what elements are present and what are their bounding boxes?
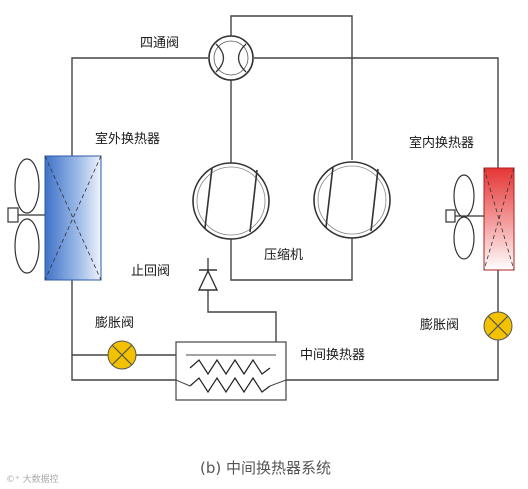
compressor-left bbox=[192, 162, 270, 240]
expansion-valve-right-label: 膨胀阀 bbox=[420, 318, 459, 333]
four-way-valve-label: 四通阀 bbox=[140, 36, 179, 51]
four-way-valve bbox=[208, 35, 254, 81]
compressor-right bbox=[313, 161, 391, 239]
watermark: ©⁺ 大数据控 bbox=[6, 473, 59, 485]
outdoor-hx-label: 室外换热器 bbox=[95, 131, 160, 147]
check-valve bbox=[197, 269, 219, 291]
check-valve-label: 止回阀 bbox=[131, 264, 170, 279]
indoor-hx-label: 室内换热器 bbox=[409, 135, 474, 151]
indoor-heat-exchanger bbox=[483, 167, 515, 271]
compressor-label: 压缩机 bbox=[264, 247, 303, 263]
intermediate-heat-exchanger bbox=[175, 341, 287, 401]
pipes bbox=[71, 15, 499, 381]
outdoor-fan-icon bbox=[7, 158, 45, 274]
expansion-valve-left bbox=[107, 340, 137, 370]
intermediate-hx-label: 中间换热器 bbox=[300, 348, 365, 363]
expansion-valve-left-label: 膨胀阀 bbox=[95, 316, 134, 331]
indoor-fan-icon bbox=[445, 174, 484, 260]
outdoor-heat-exchanger bbox=[44, 155, 102, 281]
figure-caption: (b) 中间换热器系统 bbox=[200, 459, 331, 477]
expansion-valve-right bbox=[483, 311, 513, 341]
